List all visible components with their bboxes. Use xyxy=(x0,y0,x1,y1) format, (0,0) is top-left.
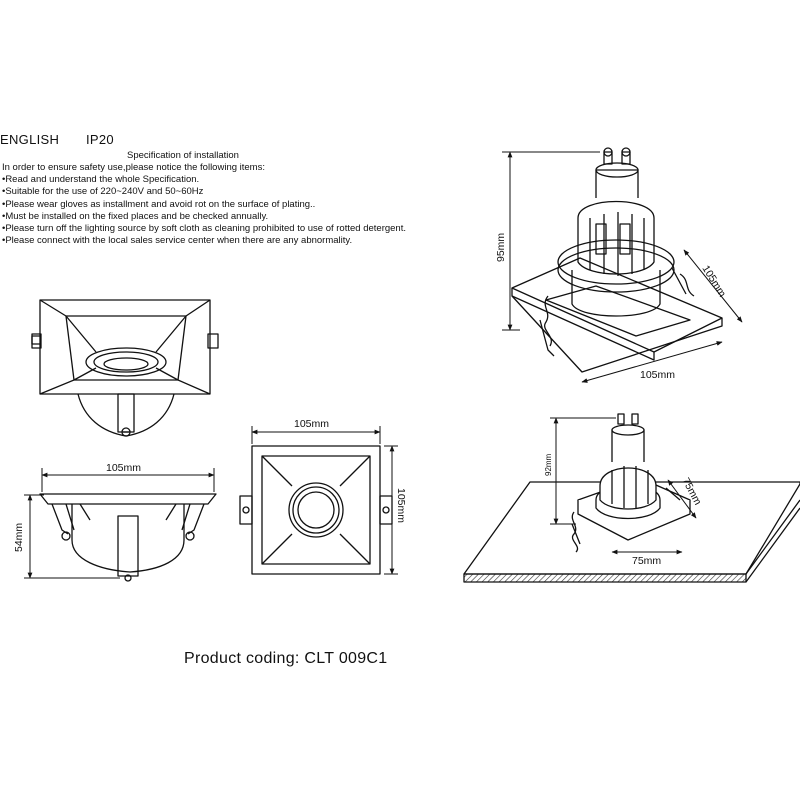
cut-width-label: 75mm xyxy=(632,555,661,567)
top-height-label: 105mm xyxy=(395,488,407,523)
isometric-view xyxy=(511,147,723,373)
spec-line: •Suitable for the use of 220~240V and 50… xyxy=(2,186,204,198)
spec-line: •Please connect with the local sales ser… xyxy=(2,235,353,247)
top-dimension-lines xyxy=(251,426,398,575)
ip-rating-label: IP20 xyxy=(86,132,114,147)
iso-depth-label: 105mm xyxy=(699,263,728,299)
spec-line: In order to ensure safety use,please not… xyxy=(2,162,265,173)
language-label: ENGLISH xyxy=(0,132,60,147)
product-coding: Product coding: CLT 009C1 xyxy=(184,650,388,667)
front-height-label: 54mm xyxy=(13,523,25,552)
spec-list: In order to ensure safety use,please not… xyxy=(2,162,406,247)
iso-height-label: 95mm xyxy=(495,233,507,262)
cut-height-label: 92mm xyxy=(544,453,553,476)
front-view xyxy=(39,493,217,582)
front-width-label: 105mm xyxy=(106,462,141,474)
perspective-view xyxy=(31,299,219,437)
spec-line: •Must be installed on the fixed places a… xyxy=(2,210,269,222)
isometric-dimension-lines xyxy=(502,151,743,383)
cutout-dimension-lines xyxy=(550,417,697,555)
ceiling-cutout-view xyxy=(463,413,800,583)
front-dimension-lines xyxy=(24,468,215,579)
iso-width-label: 105mm xyxy=(640,369,675,381)
top-width-label: 105mm xyxy=(294,418,329,430)
spec-line: •Please turn off the lighting source by … xyxy=(2,223,406,235)
spec-line: •Read and understand the whole Specifica… xyxy=(2,174,200,186)
spec-title: Specification of installation xyxy=(127,150,239,161)
top-view xyxy=(239,445,393,575)
spec-line: •Please wear gloves as installment and a… xyxy=(2,198,316,210)
